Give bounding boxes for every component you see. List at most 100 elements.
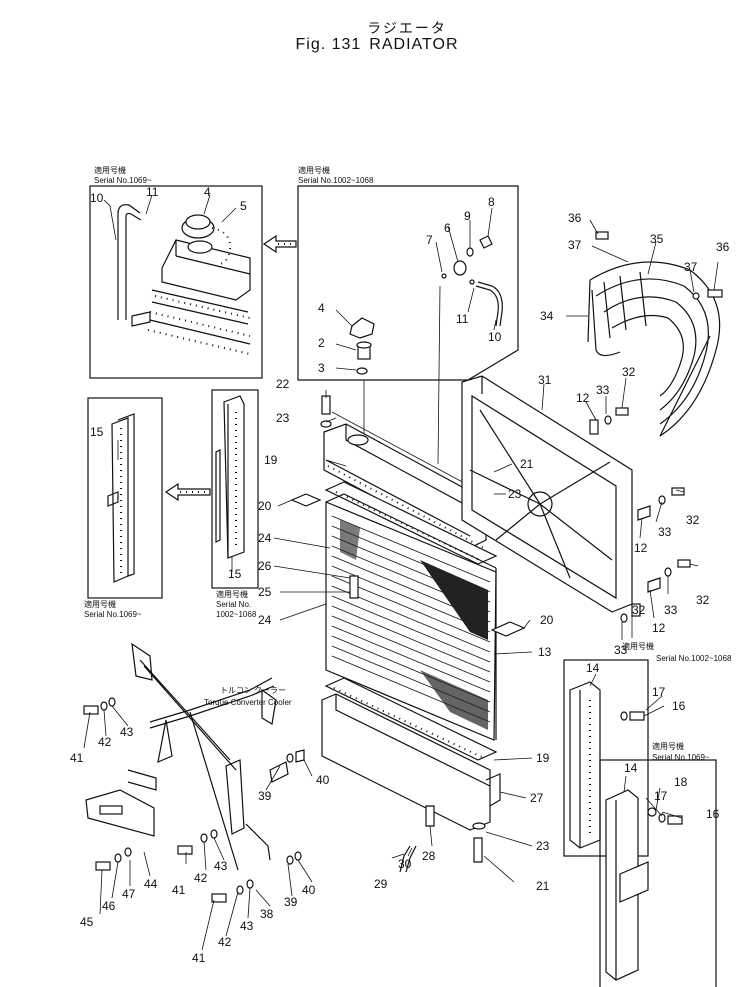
callout: 4: [318, 301, 325, 315]
inset-serial-jp: 適用号機: [216, 589, 248, 599]
callout: 43: [214, 859, 228, 873]
drain-hose: [399, 845, 417, 873]
callout: 41: [70, 751, 84, 765]
callout: 24: [258, 531, 272, 545]
callout: 19: [264, 453, 278, 467]
callout: 21: [520, 457, 534, 471]
callout: 14: [624, 761, 638, 775]
callout: 2: [318, 336, 325, 350]
callout: 23: [276, 411, 290, 425]
figure-title: Fig. 131 RADIATOR: [0, 36, 754, 54]
callout: 23: [536, 839, 550, 853]
callout: 11: [146, 185, 159, 199]
inset-serial-label: Serial No.1069~: [94, 176, 152, 185]
bolt: [177, 845, 193, 855]
callout: 32: [686, 513, 700, 527]
filler-neck: [187, 240, 213, 254]
callout: 21: [536, 879, 550, 893]
callout: 14: [586, 661, 600, 675]
figure-title-japanese: ラジエータ: [367, 20, 447, 36]
bracket-lower: [490, 621, 526, 637]
bolt: [321, 395, 331, 415]
callout: 12: [652, 621, 666, 635]
callout: 29: [374, 877, 388, 891]
callout: 24: [258, 613, 272, 627]
inset-cap-serial-1002: 適用号機 Serial No.1002~1068: [297, 165, 519, 465]
callout: 42: [98, 735, 112, 749]
guard-ring-outer: [589, 261, 721, 437]
callout: 39: [284, 895, 298, 909]
callout: 33: [614, 643, 628, 657]
leader-lines: [83, 194, 719, 951]
inset-serial-label: Serial No.1002~1068: [298, 176, 374, 185]
fan-blades: [469, 409, 613, 579]
drain-bolt: [473, 837, 483, 863]
torque-converter-label-jp: トルコン クーラー: [220, 686, 286, 695]
part-callouts: 10 11 4 5 8 9 6 7 4 2 3 11 10 36 37 35 3…: [70, 185, 730, 965]
callout: 10: [90, 191, 104, 205]
callout: 15: [228, 567, 242, 581]
inset-arrow-left: [164, 482, 211, 502]
fan-shroud: [461, 375, 633, 613]
callout: 23: [508, 487, 522, 501]
shroud-bolts: [589, 407, 691, 623]
callout: 3: [318, 361, 325, 375]
callout: 5: [240, 199, 247, 213]
callout: 4: [204, 185, 211, 199]
callout: 36: [568, 211, 582, 225]
callout: 33: [658, 525, 672, 539]
callout: 31: [538, 373, 552, 387]
drain-cock: [453, 260, 467, 276]
callout: 36: [716, 240, 730, 254]
support-arm: [139, 659, 237, 771]
bolt: [83, 705, 99, 715]
callout: 46: [102, 899, 116, 913]
mounting-bracket: [569, 681, 601, 849]
bolt: [95, 861, 111, 871]
bolt: [629, 711, 645, 721]
callout: 30: [398, 857, 412, 871]
callout: 33: [596, 383, 610, 397]
bolt: [349, 575, 359, 599]
plug: [479, 235, 493, 249]
callout: 32: [622, 365, 636, 379]
inset-tank-serial-1069: 適用号機 Serial No.1069~: [89, 165, 263, 379]
callout: 44: [144, 877, 158, 891]
callout: 11: [456, 312, 469, 326]
callout: 43: [240, 919, 254, 933]
callout: 26: [258, 559, 272, 573]
inset-frame: [599, 759, 717, 987]
callout: 39: [258, 789, 272, 803]
callout: 13: [538, 645, 552, 659]
callout: 42: [218, 935, 232, 949]
callout: 8: [488, 195, 495, 209]
callout: 18: [674, 775, 688, 789]
gasket: [356, 367, 368, 375]
callout: 45: [80, 915, 94, 929]
callout: 22: [276, 377, 290, 391]
inset-frame: [211, 389, 259, 589]
inset-serial-jp: 適用号機: [298, 165, 330, 175]
overflow-hose: [117, 204, 141, 320]
inset-frame: [297, 185, 519, 381]
callout: 12: [576, 391, 590, 405]
callout: 42: [194, 871, 208, 885]
torque-converter-label: Torque Converter Cooler: [204, 698, 292, 707]
radiator-assembly: [290, 395, 526, 873]
callout: 40: [316, 773, 330, 787]
inset-bracket-serial-1069: 適用号機 Serial No.1069~: [599, 741, 717, 987]
callout: 28: [422, 849, 436, 863]
inset-arrow-top-left: [262, 234, 297, 254]
callout: 12: [634, 541, 648, 555]
callout: 47: [122, 887, 136, 901]
mounting-plate: [85, 789, 155, 837]
callout: 10: [488, 330, 502, 344]
callout: 40: [302, 883, 316, 897]
vent-hose: [475, 285, 499, 327]
inset-serial-jp: 適用号機: [652, 741, 684, 751]
inset-serial-label: Serial No.1002~1068: [656, 654, 732, 663]
figure-name: RADIATOR: [369, 36, 459, 53]
inset-serial-jp: 適用号機: [84, 599, 116, 609]
inset-serial-jp: 適用号機: [94, 165, 126, 175]
figure-number: Fig. 131: [295, 36, 362, 53]
